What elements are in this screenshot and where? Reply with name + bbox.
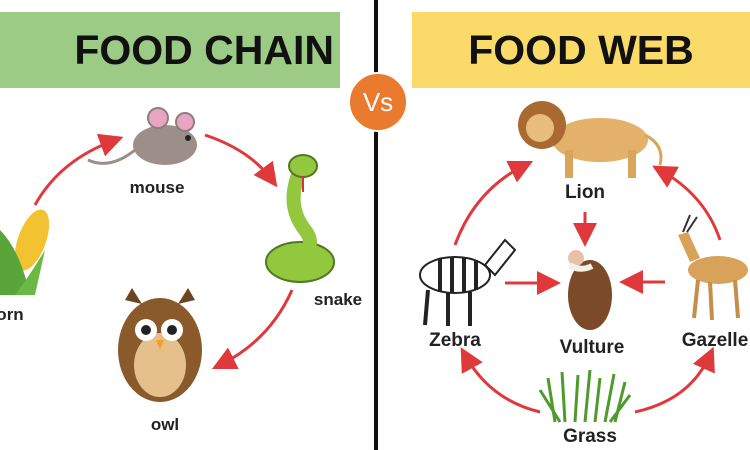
lion-illustration <box>518 101 663 178</box>
snake-illustration <box>265 154 335 283</box>
food-web-arrows <box>453 160 722 414</box>
zebra-illustration <box>419 238 517 326</box>
versus-badge: Vs <box>348 72 408 132</box>
food-chain-arrows <box>33 133 294 370</box>
arrow-zebra-lion <box>453 160 534 246</box>
label-vulture: Vulture <box>559 337 625 358</box>
label-grass: Grass <box>563 426 617 447</box>
arrow-gazelle-lion <box>652 165 722 241</box>
arrow-corn-mouse <box>33 133 124 206</box>
label-corn: orn <box>0 305 24 324</box>
label-mouse: mouse <box>129 178 185 197</box>
label-gazelle: Gazelle <box>681 330 749 351</box>
grass-illustration <box>538 369 632 423</box>
food-web-title: FOOD WEB <box>412 12 750 88</box>
gazelle-illustration <box>678 214 748 321</box>
arrow-mouse-snake <box>204 133 278 188</box>
arrow-grass-zebra <box>460 347 541 414</box>
arrow-grass-gazelle <box>634 346 715 414</box>
mouse-illustration <box>87 107 197 165</box>
label-snake: snake <box>313 290 363 309</box>
food-chain-title: FOOD CHAIN <box>0 12 340 88</box>
owl-illustration <box>118 288 202 402</box>
vulture-illustration <box>568 250 612 330</box>
label-zebra: Zebra <box>429 330 481 351</box>
divider <box>374 0 378 450</box>
arrow-snake-owl <box>211 289 294 370</box>
label-lion: Lion <box>564 182 606 203</box>
corn-illustration <box>0 209 50 295</box>
label-owl: owl <box>150 415 180 434</box>
